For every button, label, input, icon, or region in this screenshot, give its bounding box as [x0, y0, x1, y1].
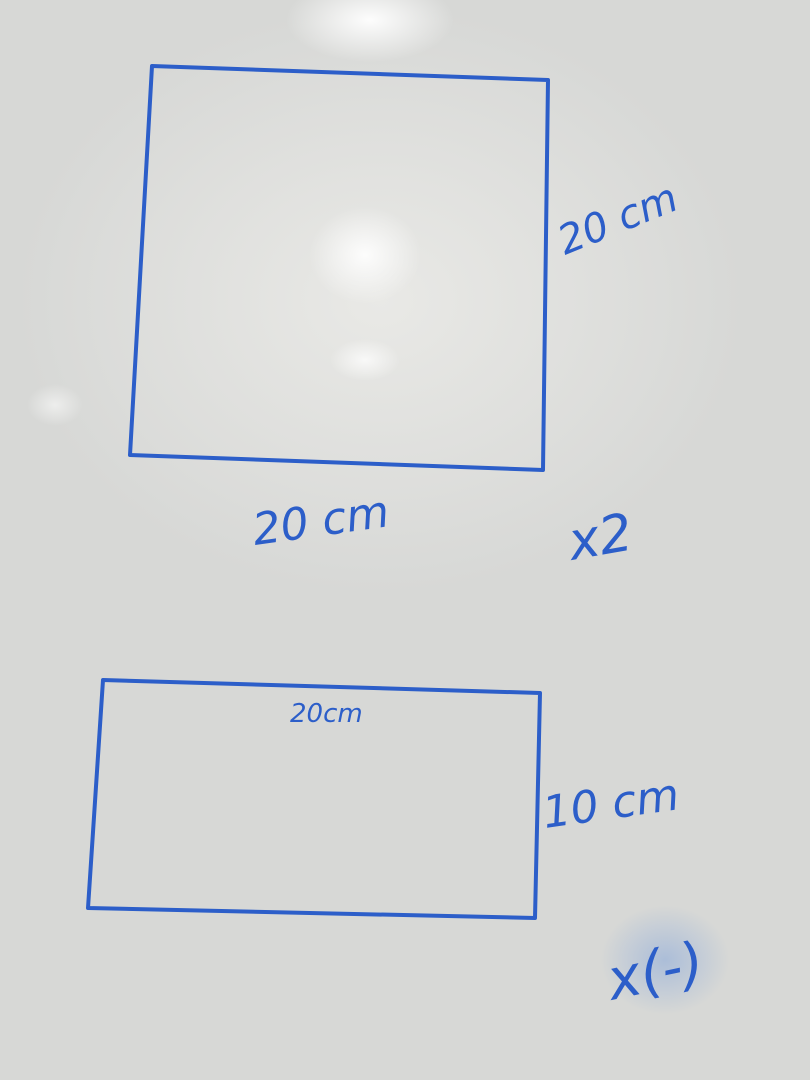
rectangle-top-label: 20cm	[290, 699, 363, 729]
rectangle-shape	[86, 678, 542, 920]
square-bottom-label: 20 cm	[249, 486, 392, 556]
square-right-label: 20 cm	[552, 175, 685, 264]
square-shape	[128, 64, 550, 472]
multiplier-label: x2	[562, 503, 637, 574]
note-label: x(-)	[599, 930, 709, 1014]
rectangle-right-label: 10 cm	[539, 769, 682, 839]
ink-smudge	[600, 905, 730, 1015]
